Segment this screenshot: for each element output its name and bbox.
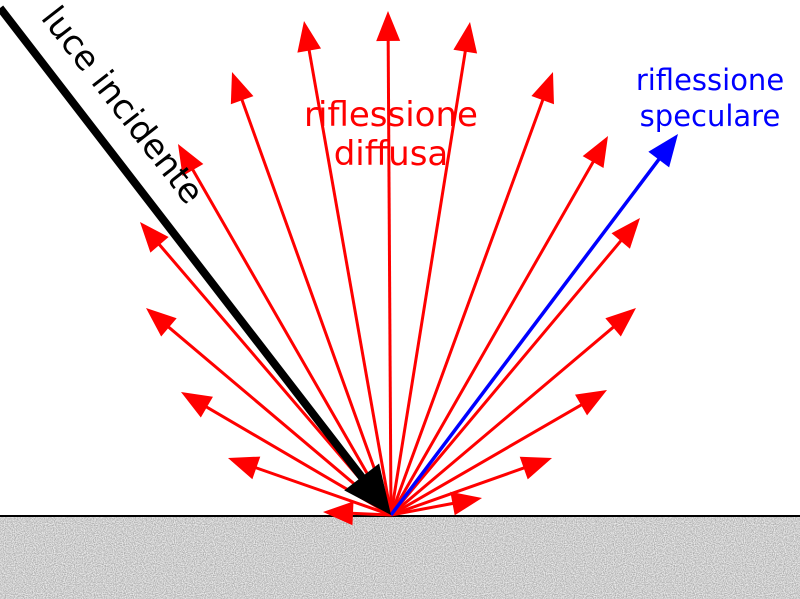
- diffuse-arrow-17-head: [450, 491, 482, 516]
- specular-label-line1: riflessione: [636, 63, 784, 97]
- diffuse-arrows: [140, 11, 640, 526]
- diffuse-arrow-1: [323, 501, 392, 526]
- diffuse-arrow-12-head: [582, 136, 608, 168]
- diffuse-arrow-16: [390, 456, 552, 517]
- diffuse-arrow-6-head: [178, 144, 204, 176]
- diffuse-arrow-7-head: [230, 72, 254, 105]
- diffuse-arrow-6: [178, 144, 393, 516]
- diffuse-arrow-3-head: [181, 392, 213, 418]
- diffuse-arrow-9-shaft: [386, 38, 393, 516]
- specular-arrow-line-head: [648, 134, 678, 168]
- diffuse-arrow-16-shaft: [390, 465, 527, 517]
- diffuse-arrow-6-shaft: [190, 167, 393, 516]
- diffuse-arrow-11-shaft: [389, 97, 545, 516]
- diffuse-arrow-7-shaft: [240, 97, 393, 516]
- diffuse-arrow-5-head: [140, 222, 169, 253]
- diffuse-arrow-16-head: [519, 456, 552, 480]
- diffuse-arrow-11-head: [531, 72, 554, 105]
- diffuse-label-line2: diffusa: [334, 134, 449, 174]
- surface: [0, 515, 800, 599]
- diffuse-arrow-2-shaft: [253, 465, 392, 517]
- incident-arrow-line-head: [344, 463, 391, 515]
- diffuse-arrow-8: [297, 21, 393, 516]
- specular-arrow: [389, 134, 678, 517]
- diffuse-arrow-7: [230, 72, 393, 516]
- diffuse-arrow-17-shaft: [390, 501, 455, 517]
- specular-arrow-line-shaft: [389, 156, 662, 517]
- diffuse-arrow-15: [390, 390, 607, 517]
- specular-label-line2: speculare: [640, 99, 781, 133]
- diffuse-arrow-9-head: [376, 11, 401, 42]
- diffuse-arrow-1-shaft: [350, 511, 392, 517]
- diffuse-arrow-13-shaft: [389, 238, 624, 516]
- diffuse-arrow-14-head: [605, 308, 636, 337]
- diffuse-arrow-8-head: [297, 21, 322, 53]
- diffuse-arrow-1-head: [323, 501, 354, 526]
- diffuse-arrow-12: [389, 136, 608, 516]
- diffuse-arrow-14-shaft: [390, 324, 616, 517]
- diffuse-arrow-13-head: [611, 218, 640, 249]
- diffuse-arrow-15-head: [575, 390, 607, 416]
- diffuse-arrow-9: [376, 11, 401, 516]
- diffuse-arrow-10: [389, 22, 478, 516]
- diffuse-arrow-12-shaft: [389, 159, 596, 516]
- diffuse-arrow-10-head: [453, 22, 478, 54]
- diffuse-arrow-2: [228, 456, 392, 517]
- diffuse-arrow-17: [390, 491, 482, 517]
- diffuse-arrow-14: [390, 308, 636, 517]
- diffuse-arrow-11: [389, 72, 554, 516]
- diffuse-arrow-8-shaft: [307, 48, 393, 516]
- diffuse-label-line1: riflessione: [304, 95, 478, 135]
- diffuse-arrow-4-head: [146, 308, 177, 337]
- incident-arrow: [0, 5, 391, 515]
- diffuse-arrow-13: [389, 218, 640, 516]
- specular-arrow-line: [389, 134, 678, 517]
- diffuse-arrow-15-shaft: [390, 402, 584, 517]
- incident-arrow-line-shaft: [0, 5, 367, 482]
- surface-grain: [0, 517, 800, 599]
- incident-label: luce incidente: [33, 0, 212, 212]
- diffuse-arrow-2-head: [228, 456, 261, 480]
- incident-arrow-line: [0, 5, 391, 515]
- diffuse-arrow-10-shaft: [389, 49, 468, 516]
